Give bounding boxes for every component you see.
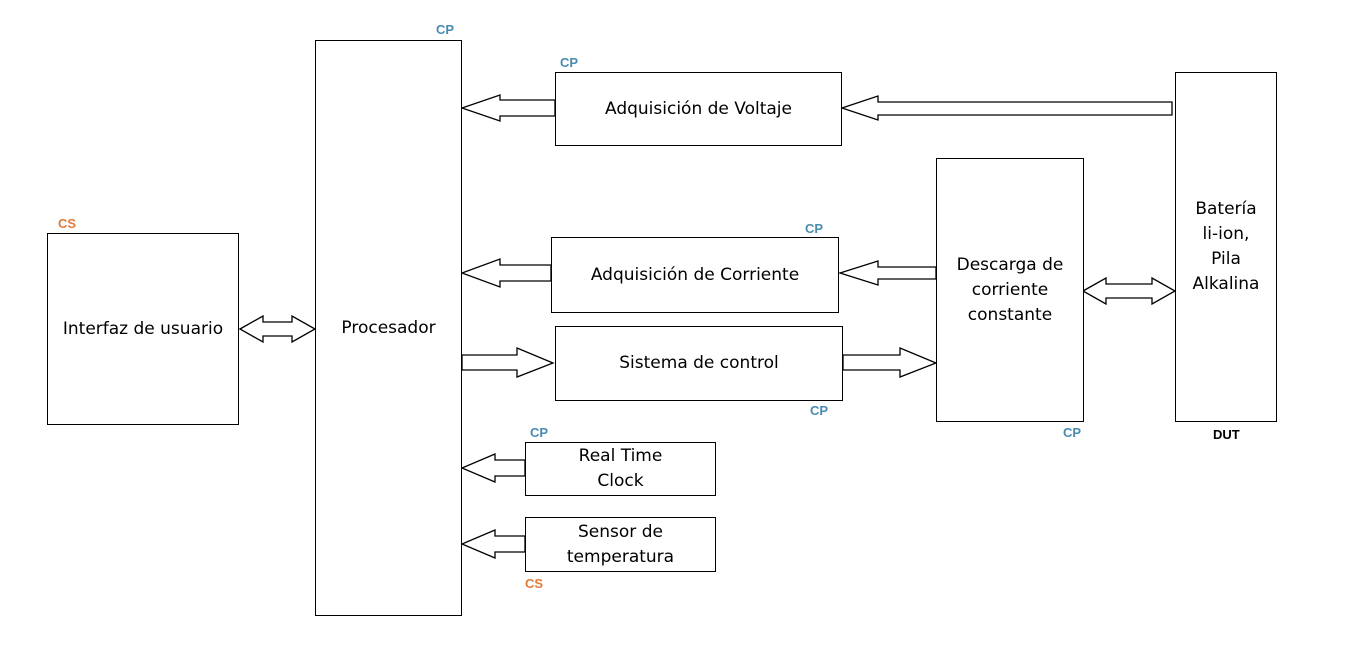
adquisicion-voltaje-block: Adquisición de Voltaje	[555, 72, 842, 146]
arrow-descarga-to-corriente	[837, 260, 937, 286]
arrow-bateria-to-voltaje	[839, 95, 1173, 121]
procesador-block: Procesador	[315, 40, 462, 616]
arrow-descarga-bateria	[1081, 276, 1177, 306]
descarga-corriente-block: Descarga de corriente constante	[936, 158, 1084, 422]
voltaje-tag: CP	[560, 55, 579, 70]
sensor-tag: CS	[525, 576, 544, 591]
arrow-procesador-to-control	[461, 347, 555, 378]
real-time-clock-block: Real Time Clock	[525, 442, 716, 496]
dut-tag: DUT	[1213, 427, 1240, 442]
descarga-tag: CP	[1063, 425, 1082, 440]
arrow-voltaje-to-procesador	[459, 94, 556, 122]
arrow-interfaz-procesador	[238, 314, 317, 344]
control-tag: CP	[810, 403, 829, 418]
sensor-temperatura-block: Sensor de temperatura	[525, 517, 716, 572]
sistema-control-block: Sistema de control	[555, 326, 843, 401]
interfaz-tag: CS	[58, 216, 77, 231]
arrow-corriente-to-procesador	[460, 258, 552, 288]
arrow-control-to-descarga	[842, 347, 938, 378]
arrow-rtc-to-procesador	[460, 453, 526, 483]
rtc-tag: CP	[530, 425, 549, 440]
arrow-sensor-to-procesador	[460, 529, 526, 559]
procesador-tag: CP	[436, 22, 455, 37]
adquisicion-corriente-block: Adquisición de Corriente	[551, 237, 839, 313]
interfaz-de-usuario-block: Interfaz de usuario	[47, 233, 239, 425]
bateria-dut-block: Batería li-ion, Pila Alkalina	[1175, 72, 1277, 422]
corriente-tag: CP	[805, 221, 824, 236]
